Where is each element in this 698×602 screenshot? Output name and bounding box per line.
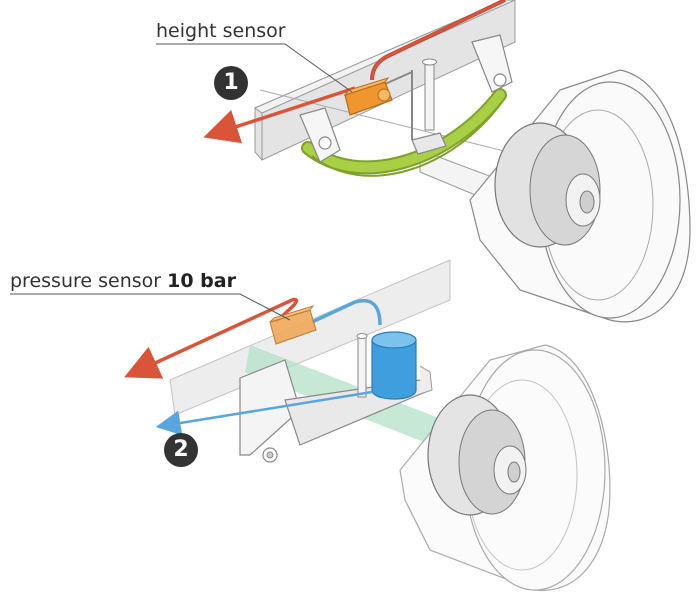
- spring-hanger-left: [299, 107, 341, 163]
- bottom-blue-air-line: [311, 299, 382, 326]
- pressure-sensor-label: pressure sensor 10 bar: [10, 270, 236, 292]
- height-sensor-label: height sensor: [156, 20, 286, 42]
- top-wheel: [469, 69, 691, 323]
- pressure-sensor-box: [269, 305, 317, 345]
- spring-hanger-right: [471, 34, 513, 93]
- leaf-spring: [301, 88, 507, 177]
- bottom-assembly: [10, 259, 611, 592]
- air-bellow: [371, 331, 433, 400]
- height-sensor-box: [343, 77, 393, 116]
- height-sensor-linkage: [384, 58, 437, 140]
- pressure-sensor-value: 10 bar: [167, 270, 236, 292]
- pressure-sensor-rod: [356, 333, 368, 398]
- bottom-wheel: [399, 344, 611, 592]
- pressure-sensor-leader: [10, 293, 291, 321]
- bottom-blue-arrow-line: [155, 390, 373, 436]
- axle-clamp: [411, 132, 447, 155]
- height-sensor-leader: [156, 43, 353, 93]
- top-red-arrow-line: [203, 86, 356, 144]
- pressure-sensor-label-text: pressure sensor: [10, 270, 168, 292]
- bottom-red-air-line: [124, 297, 299, 379]
- numbered-circle-icon-2: 2: [164, 433, 198, 467]
- numbered-circle-icon-1: 1: [214, 66, 248, 100]
- top-assembly: [156, 0, 691, 323]
